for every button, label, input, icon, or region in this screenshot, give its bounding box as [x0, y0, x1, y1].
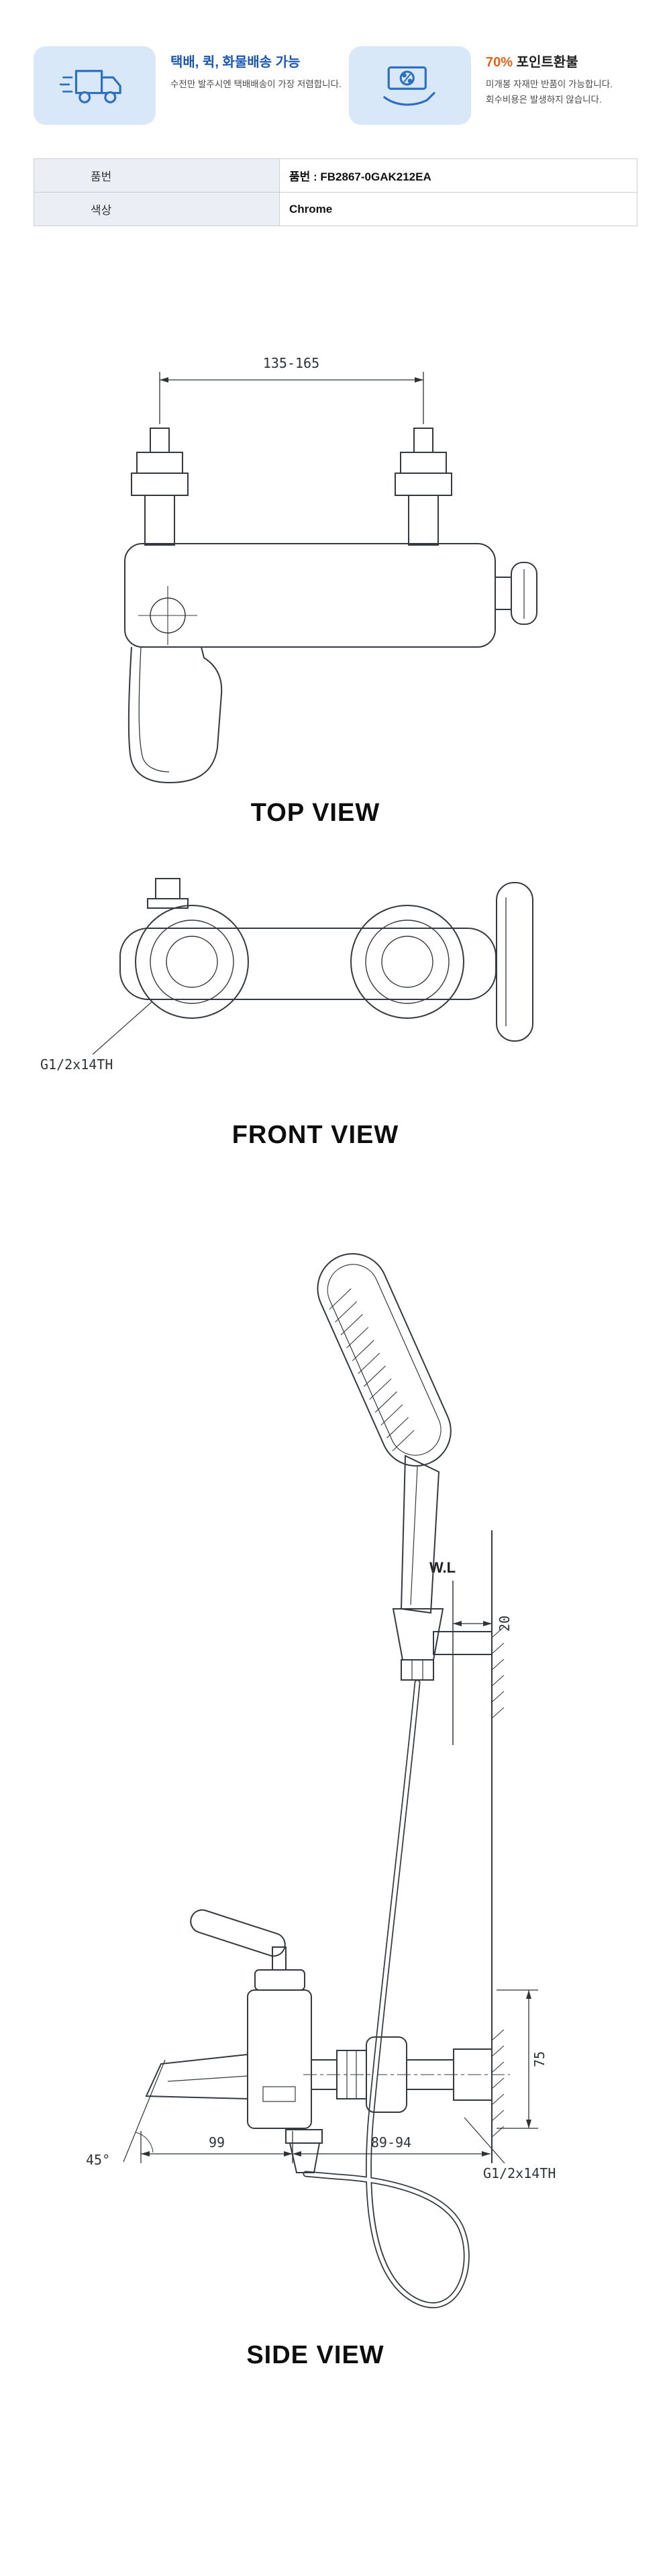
delivery-banner: 택배, 퀵, 화물배송 가능 수전만 발주시엔 택배배송이 가장 저렴합니다.: [34, 46, 342, 125]
body-cap: [254, 1969, 305, 1991]
reach-dims: [140, 2131, 491, 2163]
refund-title: 포인트환불: [516, 55, 578, 70]
wall-hatch-lower: [491, 2029, 505, 2138]
top-view-center-distance-label: 135-165: [263, 355, 319, 371]
tub-spout: [145, 2053, 248, 2100]
thread-leader-line: [92, 1001, 153, 1055]
shower-hose-core: [304, 1681, 469, 2308]
hand-shower-head: [317, 1253, 452, 1467]
spout-reach-dim-label: 99: [209, 2134, 225, 2150]
shower-holder-cone: [392, 1608, 444, 1661]
delivery-banner-title: 택배, 퀵, 화물배송 가능: [170, 55, 301, 70]
holder-wall-bracket: [433, 1631, 493, 1655]
wall-offset-dim-label: 20: [497, 1616, 513, 1632]
side-view-thread-label: G1/2x14TH: [483, 2165, 556, 2181]
height-dim-label: 75: [531, 2051, 548, 2067]
wall-hatch-upper: [491, 1626, 505, 1719]
refund-subtitle-2: 회수비용은 발생하지 않습니다.: [486, 94, 602, 105]
top-view-drawing: 135-165: [124, 355, 537, 784]
faucet-body-top: [124, 543, 496, 648]
spec-row-color: 색상 Chrome: [34, 192, 637, 226]
point-refund-icon: [349, 46, 471, 125]
front-view-caption: FRONT VIEW: [231, 1121, 399, 1149]
point-refund-banner: 70% 포인트환불 미개봉 자재만 반품이 가능합니다. 회수비용은 발생하지 …: [349, 46, 613, 125]
handle-knob: [495, 562, 537, 625]
spout-angle-arc: [135, 2132, 154, 2153]
truck-icon: [34, 46, 156, 125]
hose-nut-top: [401, 1659, 434, 1681]
spec-row-item-number: 품번 품번 : FB2867-0GAK212EA: [34, 158, 637, 193]
delivery-banner-subtitle: 수전만 발주시엔 택배배송이 가장 저렴합니다.: [170, 79, 342, 89]
front-view-thread-label: G1/2x14TH: [40, 1056, 113, 1073]
wall-connection: [311, 2036, 493, 2113]
wall-range-dim-label: 89-94: [371, 2134, 411, 2150]
front-view-drawing: G1/2x14TH: [40, 878, 533, 1073]
body-detail: [262, 2086, 296, 2102]
lever-handle: [190, 1909, 286, 1957]
refund-percent: 70%: [486, 55, 513, 70]
shower-hose: [303, 1679, 470, 2308]
faucet-body-side: [247, 1989, 312, 2129]
handle-inner-line: [410, 1466, 418, 1605]
thread-leader-line-side: [464, 2117, 505, 2164]
hand-shower-handle: [400, 1454, 440, 1614]
side-view-caption: SIDE VIEW: [246, 2341, 384, 2369]
spec-value-item-number: 품번 : FB2867-0GAK212EA: [279, 158, 637, 193]
delivery-banner-text: 택배, 퀵, 화물배송 가능 수전만 발주시엔 택배배송이 가장 저렴합니다.: [156, 46, 342, 93]
spec-label-color: 색상: [34, 192, 280, 226]
diverter-crosshair: [138, 586, 197, 645]
point-refund-banner-text: 70% 포인트환불 미개봉 자재만 반품이 가능합니다. 회수비용은 발생하지 …: [471, 46, 613, 108]
refund-subtitle-1: 미개봉 자재만 반품이 가능합니다.: [486, 79, 613, 89]
handle-disc: [496, 882, 533, 1042]
hose-nut-facets: [411, 1660, 423, 1680]
wall-flange-right: [350, 905, 464, 1019]
spout-inner-line: [167, 2075, 248, 2082]
hose-outlet-cone: [285, 2129, 323, 2173]
spout-angle-label: 45°: [86, 2152, 110, 2168]
spray-face-hatch: [329, 1288, 415, 1452]
top-view-dimension: [159, 372, 424, 424]
spec-label-item-number: 품번: [34, 158, 280, 193]
spout-top: [127, 646, 223, 784]
top-outlet-stem: [147, 878, 189, 909]
height-dim: [497, 1989, 538, 2129]
side-view-drawing: W.L 20: [86, 1253, 556, 2308]
top-view-caption: TOP VIEW: [250, 799, 380, 827]
mounting-leg-right: [395, 428, 452, 546]
wall-flange-left: [135, 905, 249, 1019]
product-spec-table: 품번 품번 : FB2867-0GAK212EA 색상 Chrome: [34, 158, 637, 226]
mounting-leg-left: [131, 428, 189, 546]
spout-angle-line: [123, 2059, 166, 2163]
spec-value-color: Chrome: [279, 192, 637, 226]
